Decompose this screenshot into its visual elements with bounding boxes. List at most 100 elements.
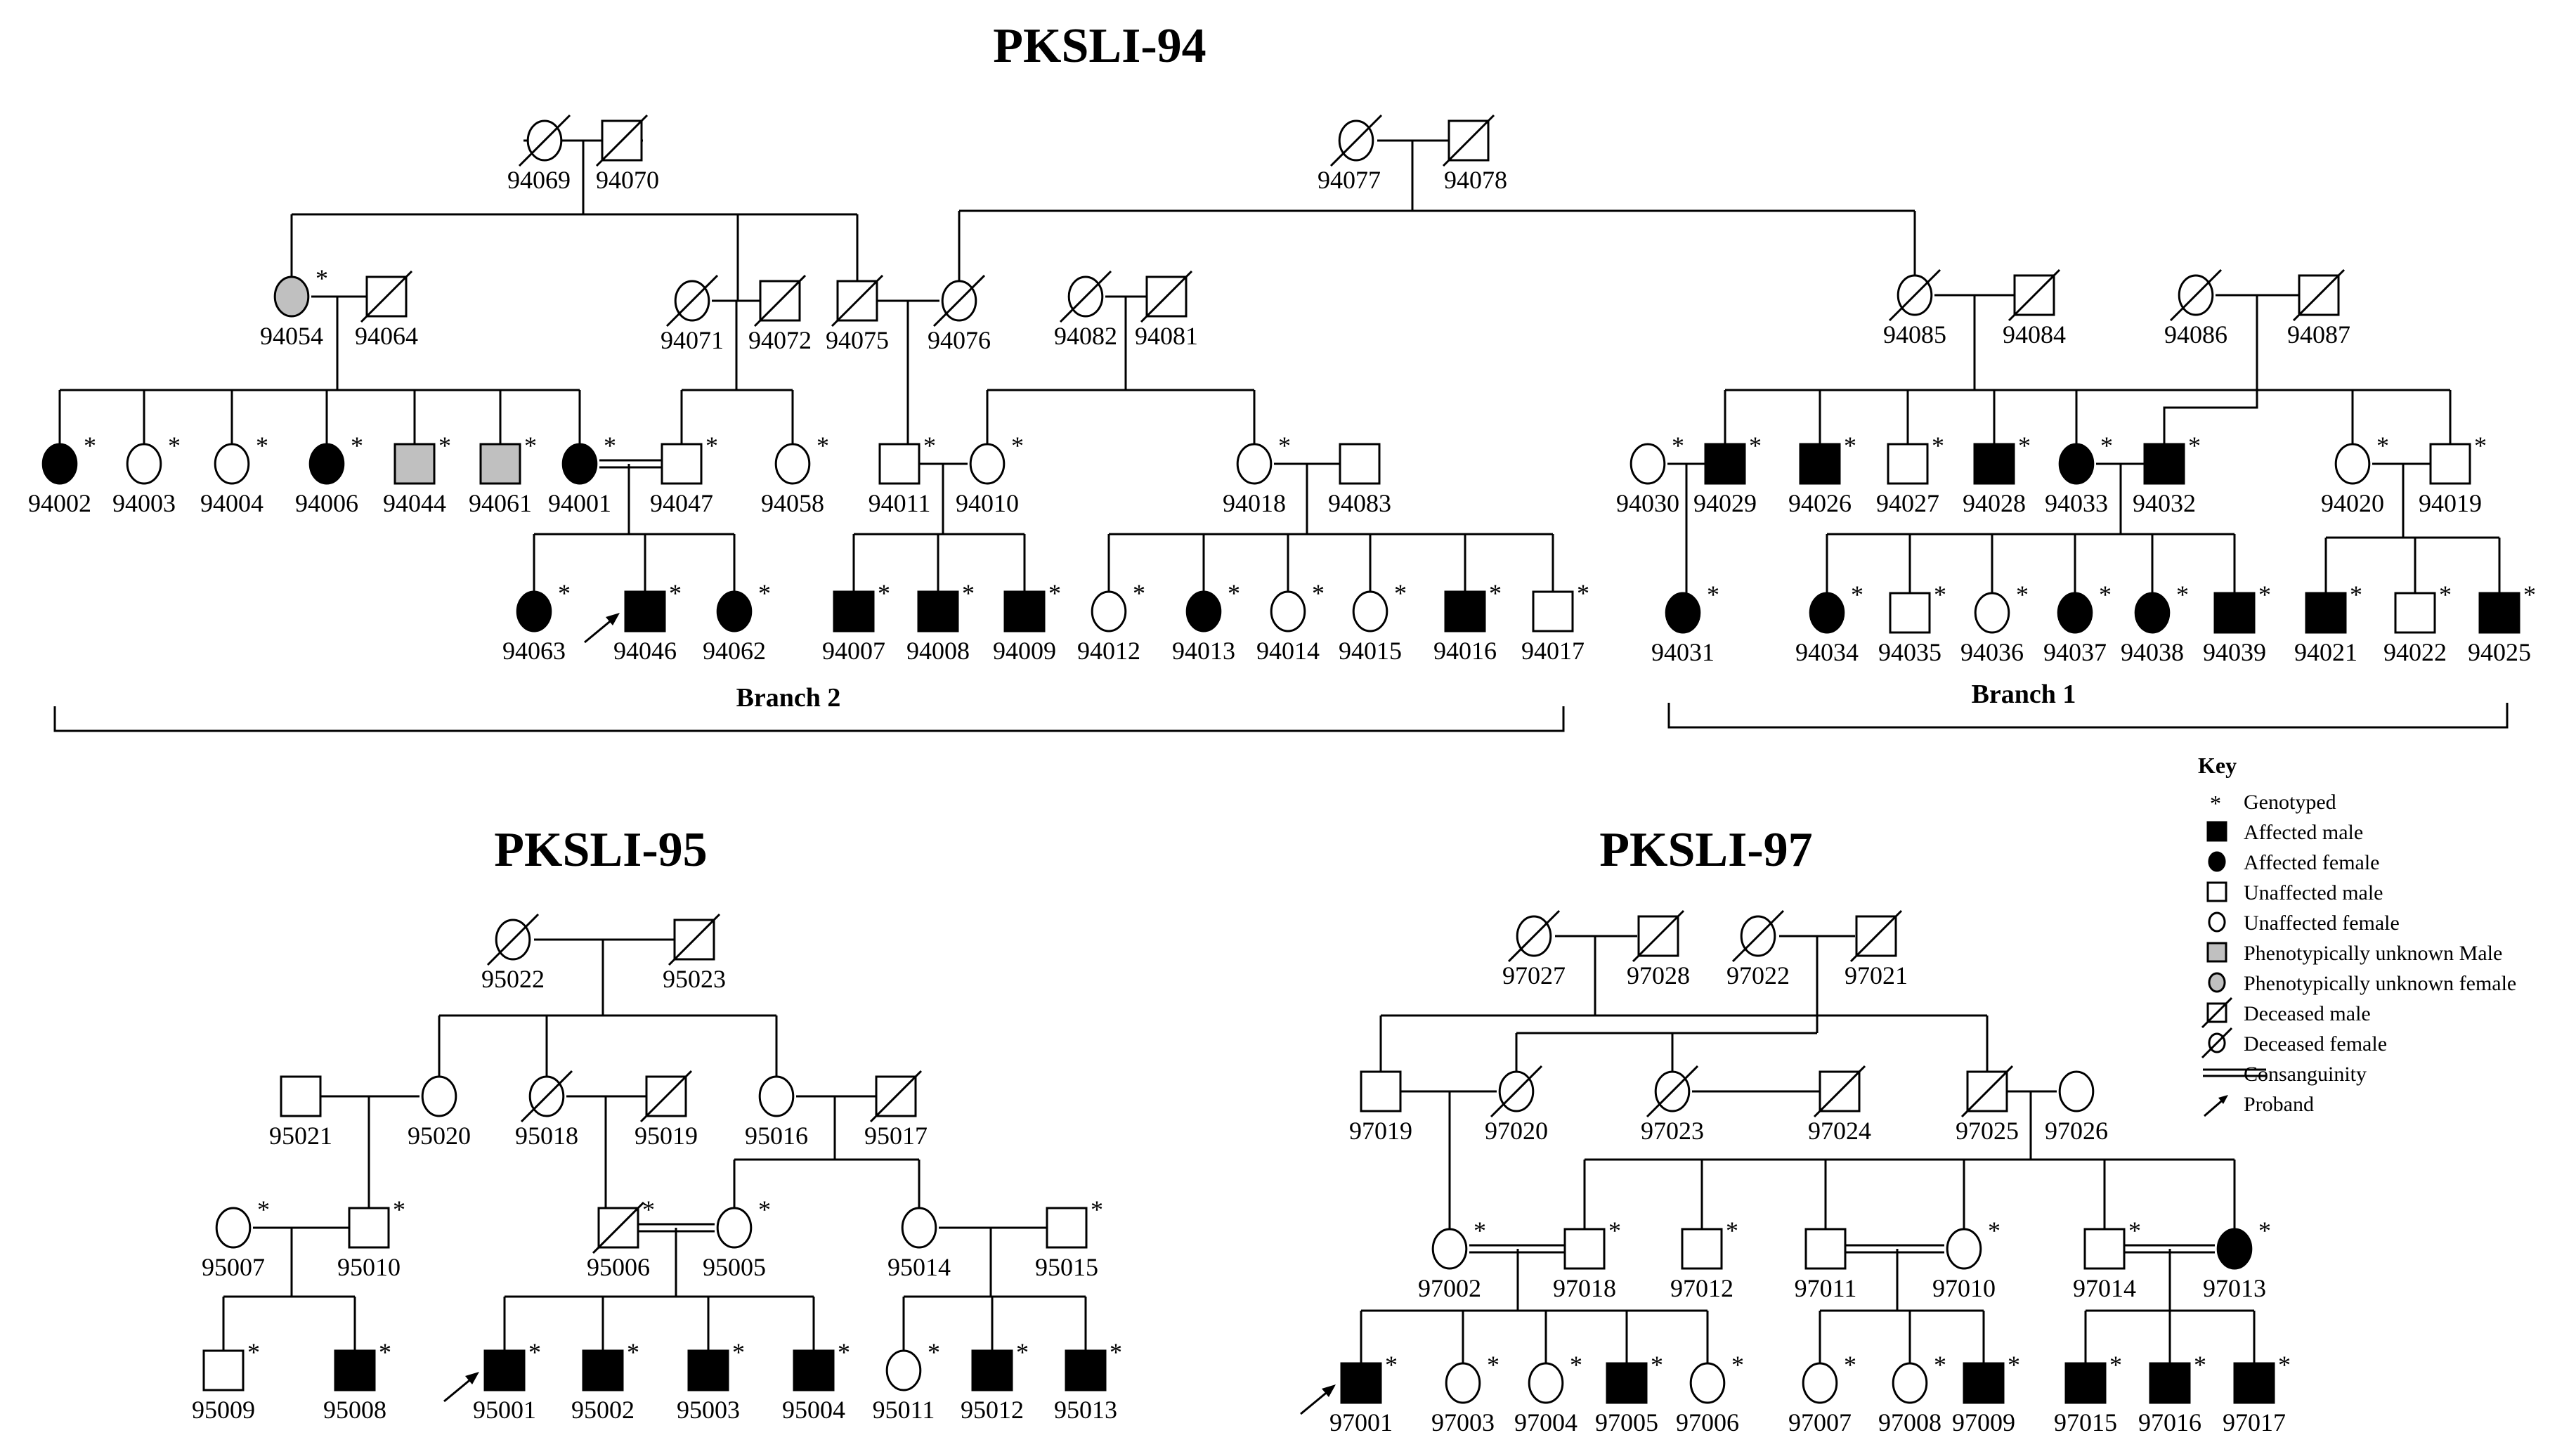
- individual-97009: *97009: [1952, 1351, 2020, 1436]
- individual-id-label: 94020: [2321, 489, 2384, 517]
- genotyped-asterisk: *: [962, 579, 975, 607]
- individual-94081: 94081: [1135, 270, 1198, 350]
- affected-female-symbol: [561, 443, 598, 485]
- individual-95010: *95010: [337, 1195, 405, 1281]
- individual-id-label: 97025: [1956, 1117, 2019, 1145]
- genotyped-asterisk: *: [351, 431, 363, 460]
- individual-id-label: 94036: [1960, 638, 2024, 666]
- individual-id-label: 94015: [1339, 637, 1402, 665]
- branch-1-label: Branch 1: [1972, 680, 2076, 709]
- individual-97026: 97026: [2045, 1070, 2108, 1145]
- genotyped-asterisk: *: [2018, 431, 2031, 460]
- individual-id-label: 94046: [613, 637, 677, 665]
- key-item-square-grey: Phenotypically unknown Male: [2206, 942, 2502, 965]
- genotyped-asterisk: *: [2176, 580, 2189, 609]
- individual-97016: *97016: [2138, 1351, 2206, 1436]
- individual-id-label: 97017: [2223, 1408, 2286, 1436]
- individual-95007: *95007: [202, 1195, 270, 1281]
- individual-94083: 94083: [1328, 443, 1391, 517]
- individual-id-label: 97002: [1418, 1274, 1481, 1302]
- individual-94008: *94008: [906, 579, 975, 665]
- individual-95017: 95017: [864, 1070, 928, 1150]
- individual-94006: *94006: [295, 431, 363, 517]
- genotyped-asterisk: *: [2100, 431, 2113, 460]
- individual-id-label: 95020: [408, 1122, 471, 1150]
- unaffected-male-symbol: [1681, 1228, 1723, 1270]
- individual-94015: *94015: [1339, 579, 1407, 665]
- individual-94031: *94031: [1651, 580, 1719, 666]
- genotyped-asterisk: *: [2376, 431, 2389, 460]
- individual-id-label: 95008: [323, 1396, 386, 1424]
- individual-94004: *94004: [200, 431, 268, 517]
- key-item-label: Unaffected male: [2244, 881, 2383, 904]
- individual-97022: 97022: [1726, 909, 1790, 989]
- individual-94003: *94003: [112, 431, 181, 517]
- pedigree-labels: PKSLI-94 PKSLI-95 PKSLI-97 Branch 2 Bran…: [494, 19, 2076, 877]
- genotyped-asterisk: *: [1988, 1216, 2001, 1245]
- genotyped-asterisk: *: [2194, 1351, 2206, 1379]
- square-filled-icon: [2206, 821, 2227, 842]
- individual-97023: 97023: [1641, 1065, 1704, 1145]
- individual-id-label: 94070: [596, 166, 659, 194]
- genotyped-asterisk: *: [2350, 580, 2362, 609]
- genotyped-asterisk: *: [84, 431, 96, 460]
- individual-id-label: 95019: [635, 1122, 698, 1150]
- key-item-asterisk: *Genotyped: [2210, 791, 2336, 816]
- individual-95011: *95011: [873, 1338, 940, 1424]
- individual-94039: *94039: [2203, 580, 2271, 666]
- genotyped-asterisk: *: [2278, 1351, 2291, 1379]
- individual-id-label: 95016: [745, 1122, 808, 1150]
- individual-94047: *94047: [650, 431, 718, 517]
- individual-94077: 94077: [1318, 114, 1383, 194]
- genotyped-asterisk: *: [1844, 431, 1856, 460]
- individual-94072: 94072: [748, 274, 812, 354]
- individual-95009: *95009: [192, 1338, 260, 1424]
- affected-male-symbol: [2233, 1362, 2275, 1404]
- unknown-female-symbol: [273, 275, 310, 318]
- individual-id-label: 94087: [2287, 320, 2350, 349]
- asterisk-icon: *: [2210, 791, 2221, 816]
- genotyped-asterisk: *: [627, 1338, 639, 1366]
- genotyped-asterisk: *: [1570, 1351, 1582, 1379]
- individual-97027: 97027: [1502, 909, 1566, 989]
- individual-id-label: 97028: [1627, 961, 1690, 989]
- individual-95019: 95019: [635, 1070, 698, 1150]
- branch-2-label: Branch 2: [736, 683, 841, 713]
- affected-female-symbol: [716, 590, 753, 632]
- individual-id-label: 95022: [481, 965, 545, 993]
- affected-female-symbol: [1185, 590, 1222, 632]
- genotyped-asterisk: *: [1731, 1351, 1744, 1379]
- individual-id-label: 95006: [587, 1253, 650, 1281]
- individual-id-label: 95015: [1035, 1253, 1098, 1281]
- individual-id-label: 94001: [548, 489, 611, 517]
- unaffected-female-symbol: [1689, 1362, 1726, 1404]
- affected-male-symbol: [1340, 1362, 1382, 1404]
- title-pksli-95: PKSLI-95: [494, 823, 707, 877]
- individual-id-label: 97007: [1788, 1408, 1852, 1436]
- affected-male-symbol: [624, 590, 666, 632]
- genotyped-asterisk: *: [1844, 1351, 1856, 1379]
- affected-male-symbol: [687, 1349, 729, 1391]
- genotyped-asterisk: *: [168, 431, 181, 460]
- individual-id-label: 95012: [961, 1396, 1024, 1424]
- individual-id-label: 94011: [869, 489, 931, 517]
- genotyped-asterisk: *: [1091, 1195, 1103, 1224]
- individual-id-label: 94064: [355, 322, 418, 350]
- genotyped-asterisk: *: [2258, 580, 2271, 609]
- individual-id-label: 95003: [677, 1396, 740, 1424]
- individual-95002: *95002: [571, 1338, 639, 1424]
- genotyped-asterisk: *: [732, 1338, 745, 1366]
- proband-arrow-head: [606, 613, 620, 625]
- individual-95001: *95001: [443, 1338, 541, 1424]
- individual-id-label: 95004: [782, 1396, 845, 1424]
- individual-94018: *94018: [1223, 431, 1291, 517]
- unaffected-female-symbol: [2334, 443, 2371, 485]
- unaffected-female-symbol: [901, 1207, 937, 1249]
- individual-95013: *95013: [1054, 1338, 1122, 1424]
- individual-id-label: 94027: [1876, 489, 1939, 517]
- individual-id-label: 97005: [1595, 1408, 1658, 1436]
- genotyped-asterisk: *: [1707, 580, 1719, 609]
- individual-94010: *94010: [956, 431, 1024, 517]
